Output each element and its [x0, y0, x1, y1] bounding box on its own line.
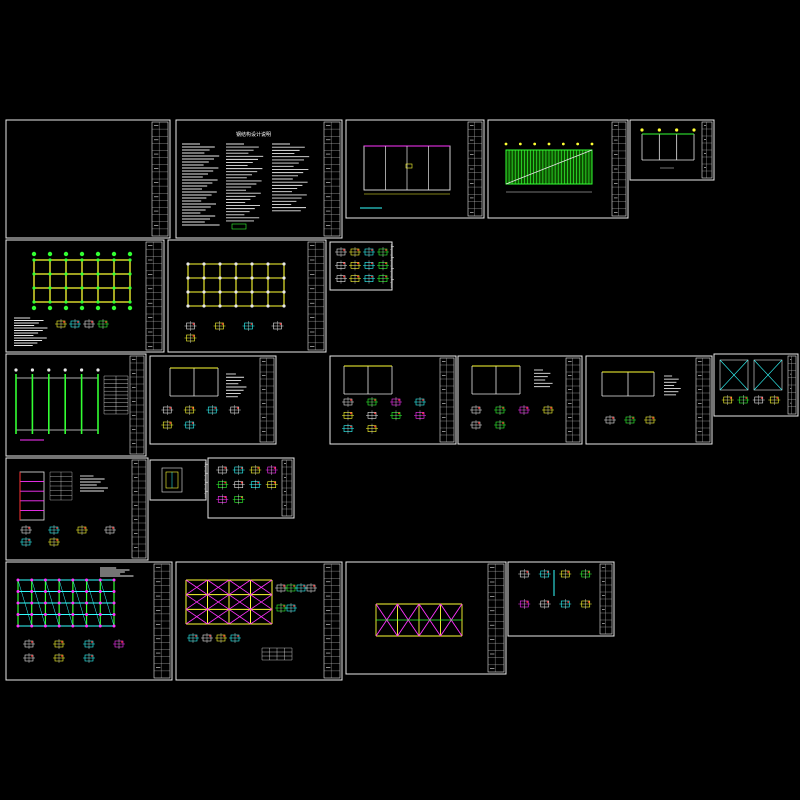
drawing-sheet[interactable] — [345, 561, 507, 675]
drawing-sheet[interactable] — [507, 561, 615, 637]
drawing-sheet[interactable] — [149, 355, 277, 445]
drawing-sheet[interactable] — [345, 119, 485, 219]
drawing-sheet[interactable] — [329, 241, 394, 291]
drawing-sheet[interactable] — [713, 353, 799, 417]
drawing-sheet[interactable] — [149, 459, 208, 501]
drawing-sheet[interactable] — [457, 355, 583, 445]
drawing-sheet[interactable] — [5, 239, 165, 353]
drawing-sheet[interactable] — [167, 239, 327, 353]
drawing-sheet[interactable] — [5, 353, 147, 457]
drawing-sheet[interactable] — [585, 355, 713, 445]
drawing-sheet[interactable]: 钢结构设计说明 — [175, 119, 343, 239]
drawing-sheet[interactable] — [329, 355, 457, 445]
drawing-sheet[interactable] — [629, 119, 715, 181]
drawing-sheet[interactable] — [5, 561, 173, 681]
cover-title: 钢结构设计说明 — [236, 131, 271, 138]
drawing-sheet[interactable] — [5, 457, 149, 561]
drawing-sheet[interactable] — [175, 561, 343, 681]
drawing-sheets: 钢结构设计说明 — [5, 119, 799, 681]
drawing-sheet[interactable] — [207, 457, 295, 519]
drawing-sheet[interactable] — [487, 119, 629, 219]
drawing-sheet[interactable] — [5, 119, 171, 239]
